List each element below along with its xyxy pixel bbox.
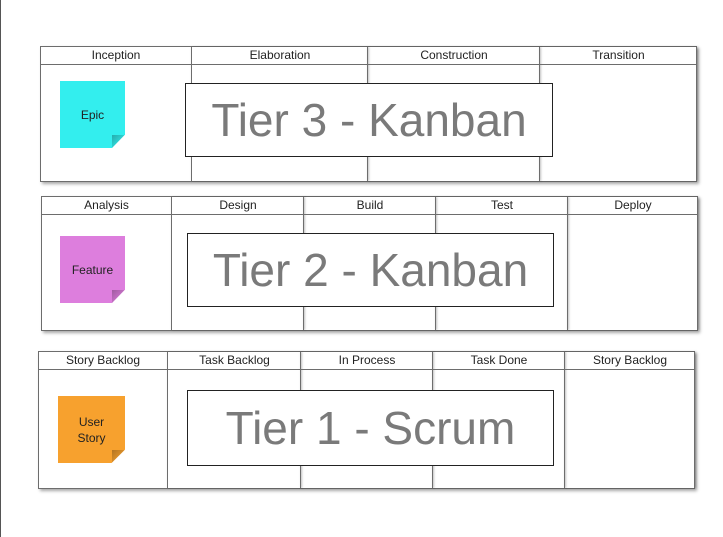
sticky-note-label: Feature xyxy=(71,262,114,277)
column-story-backlog: Story Backlog xyxy=(39,352,167,488)
column-header: Story Backlog xyxy=(39,352,167,370)
column-header: Transition xyxy=(540,47,697,65)
column-header: Construction xyxy=(368,47,540,65)
column-inception: Inception xyxy=(41,47,191,181)
epic-sticky-note[interactable]: Epic xyxy=(60,81,125,148)
column-header: Task Backlog xyxy=(168,352,301,370)
column-header: Story Backlog xyxy=(565,352,695,370)
feature-sticky-note[interactable]: Feature xyxy=(60,236,125,303)
column-design: Design xyxy=(171,197,304,330)
tier-1-title-box: Tier 1 - Scrum xyxy=(187,390,554,466)
sticky-note-label: User Story xyxy=(77,414,106,445)
column-transition: Transition xyxy=(539,47,697,181)
left-edge-line xyxy=(0,0,1,537)
tier-3-title: Tier 3 - Kanban xyxy=(211,94,527,146)
user-story-sticky-note[interactable]: User Story xyxy=(58,396,125,463)
column-header: Design xyxy=(172,197,304,215)
tier-3-title-box: Tier 3 - Kanban xyxy=(185,83,553,157)
tier-2-title-box: Tier 2 - Kanban xyxy=(187,233,554,307)
column-header: Inception xyxy=(41,47,191,65)
column-header: Analysis xyxy=(42,197,171,215)
column-analysis: Analysis xyxy=(42,197,171,330)
column-story-backlog-done: Story Backlog xyxy=(564,352,695,488)
column-header: Test xyxy=(436,197,568,215)
column-header: Elaboration xyxy=(192,47,368,65)
column-header: In Process xyxy=(301,352,433,370)
column-header: Task Done xyxy=(433,352,565,370)
sticky-note-label: Epic xyxy=(80,107,105,122)
tier-2-title: Tier 2 - Kanban xyxy=(212,244,529,296)
column-deploy: Deploy xyxy=(567,197,698,330)
tier-1-title: Tier 1 - Scrum xyxy=(225,402,516,454)
column-header: Deploy xyxy=(568,197,698,215)
column-task-backlog: Task Backlog xyxy=(167,352,301,488)
column-header: Build xyxy=(304,197,436,215)
